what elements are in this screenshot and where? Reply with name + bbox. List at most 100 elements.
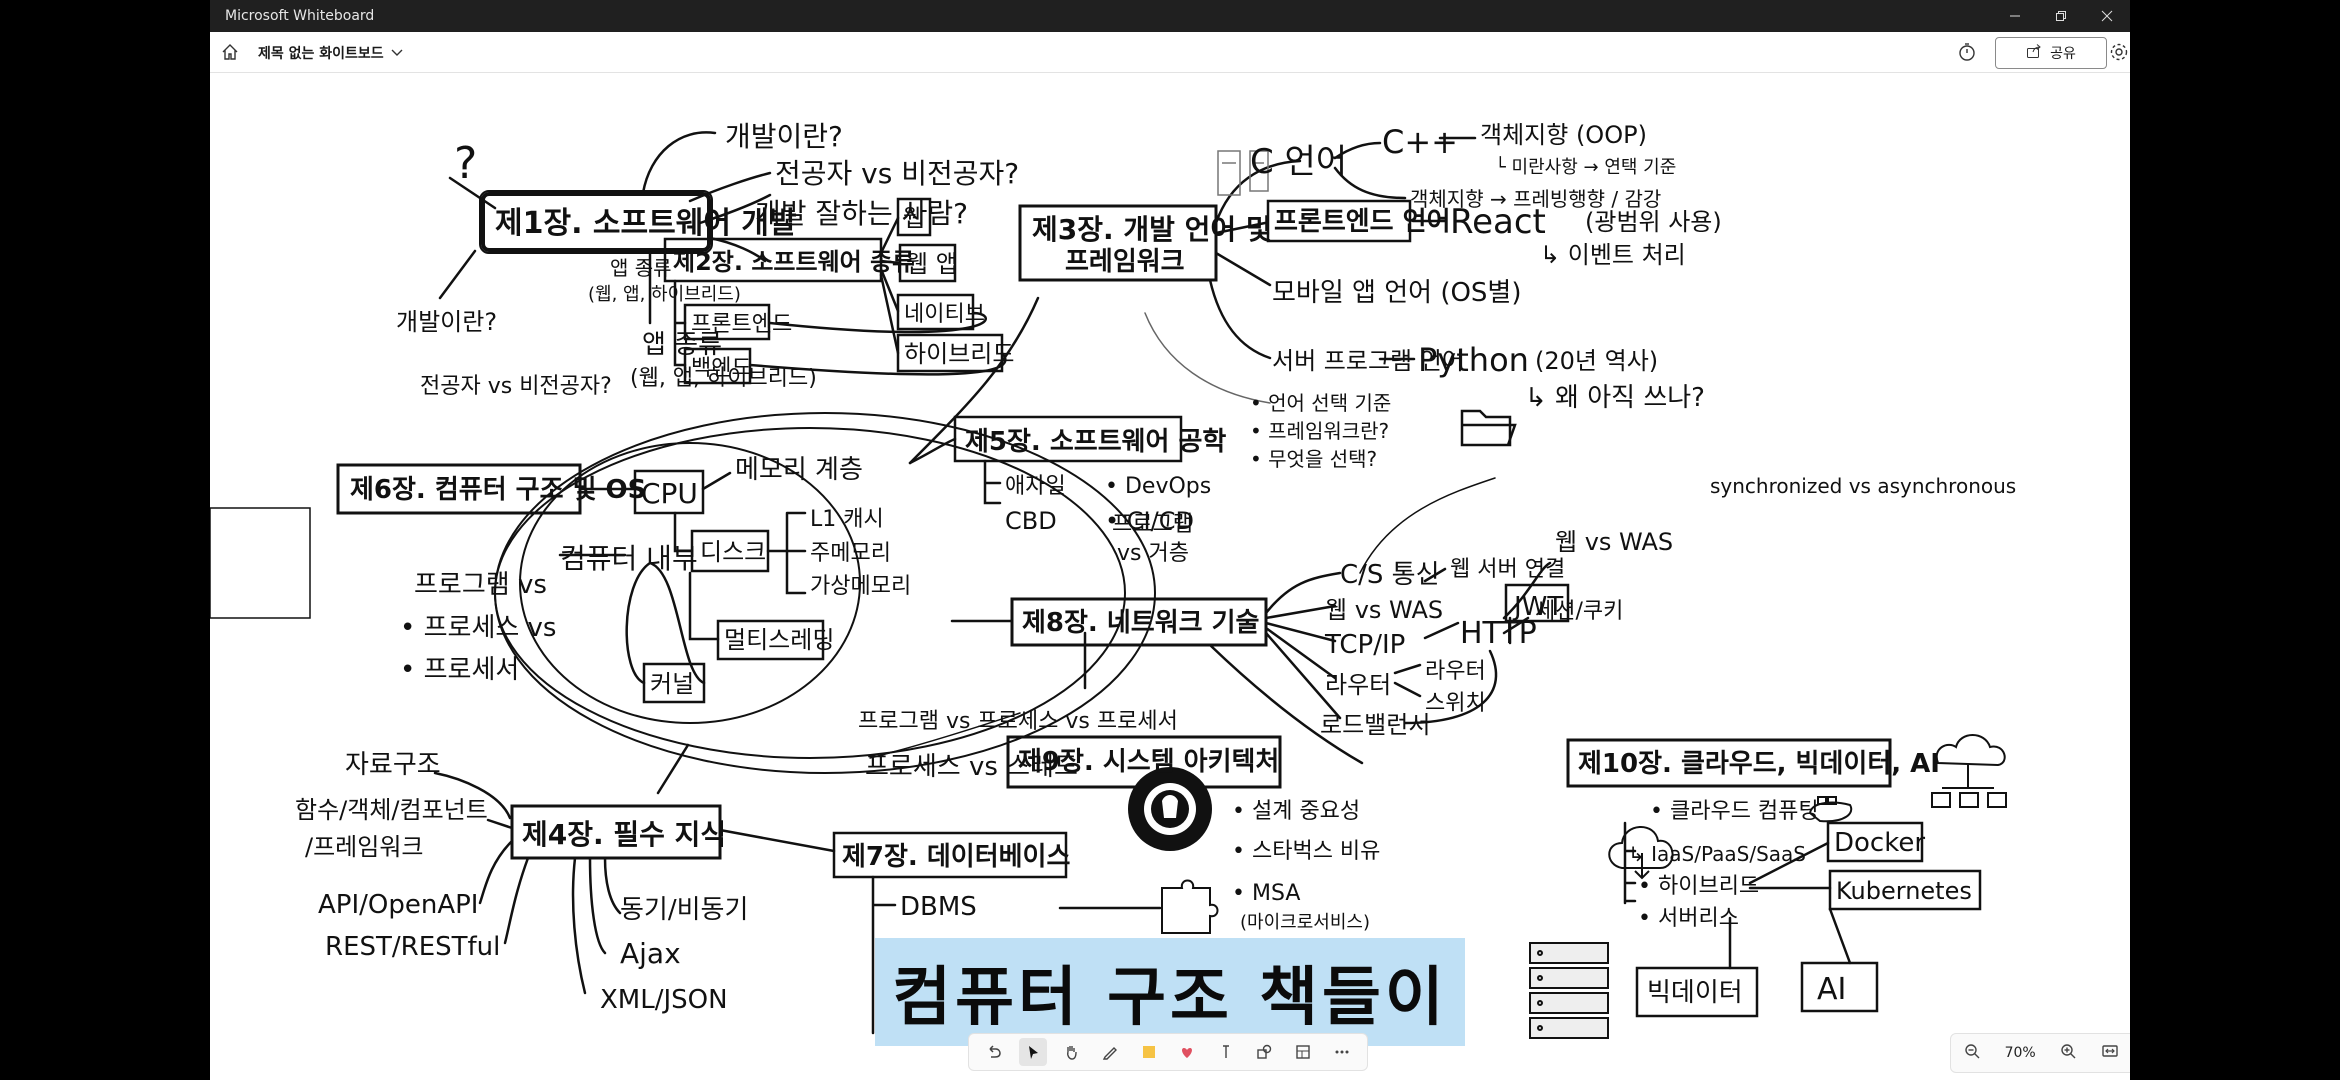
ch6-left-2: • 프로세스 vs bbox=[400, 613, 556, 643]
ch5-title: 제5장. 소프트웨어 공학 bbox=[965, 427, 1226, 457]
line-ch4-ds bbox=[433, 771, 512, 820]
ch6-thread: 멀티스레딩 bbox=[724, 626, 834, 654]
ch3-box bbox=[1018, 204, 1218, 282]
ch8-web-was: 웹 vs WAS bbox=[1555, 528, 1673, 556]
arrow-loop-ch4 bbox=[656, 743, 690, 795]
app-type-small: 앱 종류 bbox=[610, 256, 672, 280]
close-icon[interactable] bbox=[2084, 0, 2130, 32]
zoom-in-icon[interactable] bbox=[2059, 1042, 2077, 1064]
mindmap-drawing: ? 제1장. 소프트웨어 개발 개발이란? 전공자 vs 비전공자? 개발 잘하… bbox=[210, 120, 2016, 1039]
ch3-oop: 객체지향 (OOP) bbox=[1480, 121, 1647, 149]
select-icon[interactable] bbox=[1018, 1038, 1047, 1066]
line-ch2-web bbox=[879, 216, 900, 255]
ch4-bottom-3: XML/JSON bbox=[600, 985, 728, 1015]
ch10-item-1: • 클라우드 컴퓨팅 bbox=[1650, 799, 1819, 824]
share-button[interactable]: 공유 bbox=[1995, 37, 2107, 69]
arrow-ch3-c bbox=[1214, 159, 1302, 225]
minimize-icon[interactable] bbox=[1992, 0, 2038, 32]
ch2-type-hybrid: 하이브리드 bbox=[904, 340, 1014, 368]
share-label: 공유 bbox=[2050, 46, 2076, 62]
ch1-branch-3: 개발 잘하는 사람? bbox=[755, 197, 968, 230]
ch10-docker: Docker bbox=[1834, 828, 1925, 858]
cloud-network-icon bbox=[1931, 734, 2007, 808]
arrow-ch1-dev bbox=[641, 131, 717, 195]
ch6-title: 제6장. 컴퓨터 구조 및 OS bbox=[350, 475, 646, 505]
line-ch4-rest bbox=[503, 856, 530, 945]
gear-icon[interactable] bbox=[2108, 40, 2130, 64]
restore-icon[interactable] bbox=[2038, 0, 2084, 32]
ch8-item-4: 라우터 bbox=[1325, 671, 1391, 699]
more-icon[interactable] bbox=[1328, 1038, 1356, 1066]
ch4-left-1: 자료구조 bbox=[345, 750, 441, 780]
ch8-sync: synchronized vs asynchronous bbox=[1710, 474, 2016, 498]
ch2-type-web: 웹 bbox=[903, 204, 925, 232]
pen-icon[interactable] bbox=[1096, 1038, 1124, 1066]
arrow-ch3-server bbox=[1208, 278, 1272, 360]
ch5-item-4: • CI/CD bbox=[1105, 507, 1194, 535]
box-jwt bbox=[1504, 583, 1570, 623]
server-icon bbox=[1217, 150, 1269, 196]
ch6-cache-3: 가상메모리 bbox=[810, 574, 911, 599]
ch2-frontend: 프론트엔드 bbox=[691, 312, 792, 337]
ch10-kubernetes: Kubernetes bbox=[1836, 877, 1972, 905]
line-ch4-api bbox=[478, 839, 514, 905]
template-icon[interactable] bbox=[1289, 1038, 1317, 1066]
line-ch8-webwas bbox=[1264, 604, 1337, 620]
ch1-box bbox=[481, 192, 711, 252]
ch3-cpp: C++ bbox=[1382, 123, 1458, 161]
line-cpu-disk bbox=[673, 511, 694, 553]
ch6-cpu: CPU bbox=[641, 477, 698, 510]
ch2-type-webapp: 웹 앱 bbox=[906, 250, 958, 278]
arrow-notes-ch3 bbox=[1144, 312, 1271, 404]
cloud-icon bbox=[1608, 826, 1674, 880]
board-labels: ? 제1장. 소프트웨어 개발 개발이란? 전공자 vs 비전공자? 개발 잘하… bbox=[295, 120, 2016, 1015]
zoom-out-icon[interactable] bbox=[1963, 1042, 1981, 1064]
ch9-item-2: • 스타벅스 비유 bbox=[1232, 839, 1380, 864]
zoom-level[interactable]: 70% bbox=[2004, 1045, 2036, 1061]
line-tcp-http bbox=[1423, 621, 1460, 640]
home-icon[interactable] bbox=[218, 40, 242, 64]
note-icon[interactable] bbox=[1135, 1038, 1163, 1066]
ch10-item-2: ↳ IaaS/PaaS/SaaS bbox=[1628, 842, 1806, 866]
arrow-ch1-ch2 bbox=[708, 236, 767, 263]
chevron-down-icon[interactable] bbox=[390, 44, 404, 58]
hand-icon[interactable] bbox=[1057, 1038, 1085, 1066]
text-icon[interactable] bbox=[1212, 1038, 1240, 1066]
ch5-item-3: CBD bbox=[1005, 507, 1057, 535]
box-kubernetes bbox=[1828, 869, 1982, 911]
line-ch2-hybrid bbox=[879, 273, 900, 355]
timer-icon[interactable] bbox=[1955, 40, 1979, 64]
document-title[interactable]: 제목 없는 화이트보드 bbox=[258, 46, 384, 62]
ch3-react-note: (광범위 사용) bbox=[1585, 208, 1722, 236]
fit-screen-icon[interactable] bbox=[2101, 1042, 2119, 1064]
ch5-item-2: • DevOps bbox=[1105, 474, 1211, 499]
ch6-right-1: 프로그램 bbox=[1112, 512, 1193, 537]
app-type-small-sub: (웹, 앱, 하이브리드) bbox=[588, 284, 741, 305]
ch6-left-3: • 프로세서 bbox=[400, 655, 519, 685]
ch1-question-mark: ? bbox=[454, 138, 477, 189]
line-ch2-ends bbox=[673, 279, 687, 367]
box-frontend-lang bbox=[1266, 199, 1412, 243]
ch7-title: 제7장. 데이터베이스 bbox=[842, 842, 1070, 872]
ch3-python: Python bbox=[1418, 341, 1529, 379]
whiteboard-canvas[interactable]: ? 제1장. 소프트웨어 개발 개발이란? 전공자 vs 비전공자? 개발 잘하… bbox=[210, 73, 2130, 1080]
ch8-title: 제8장. 네트워크 기술 bbox=[1022, 608, 1259, 638]
line-ch2-webapp bbox=[879, 259, 902, 265]
ch6-memory: 메모리 계층 bbox=[735, 455, 863, 485]
ch9-item-4: (마이크로서비스) bbox=[1240, 912, 1370, 933]
undo-icon[interactable] bbox=[980, 1038, 1008, 1066]
puzzle-icon bbox=[1161, 879, 1219, 934]
subtitle-caption: 컴퓨터 구조 책들이 bbox=[875, 938, 1465, 1046]
ch8-item-3: TCP/IP bbox=[1324, 630, 1405, 660]
heart-icon[interactable] bbox=[1173, 1038, 1201, 1066]
line-ch8-router bbox=[1264, 626, 1337, 680]
ch7-item-1: DBMS bbox=[900, 892, 977, 922]
box-cpu bbox=[633, 469, 705, 515]
arrow-ch8-ch10 bbox=[1208, 643, 1364, 765]
ch3-oop-note: └ 미란사항 → 연택 기준 bbox=[1495, 156, 1676, 178]
ch10-box bbox=[1566, 738, 1892, 788]
line-disk-cache bbox=[766, 511, 807, 595]
line-ch4-sync bbox=[603, 856, 622, 915]
ch6-cache-1: L1 캐시 bbox=[810, 507, 884, 532]
shapes-icon[interactable] bbox=[1250, 1038, 1278, 1066]
